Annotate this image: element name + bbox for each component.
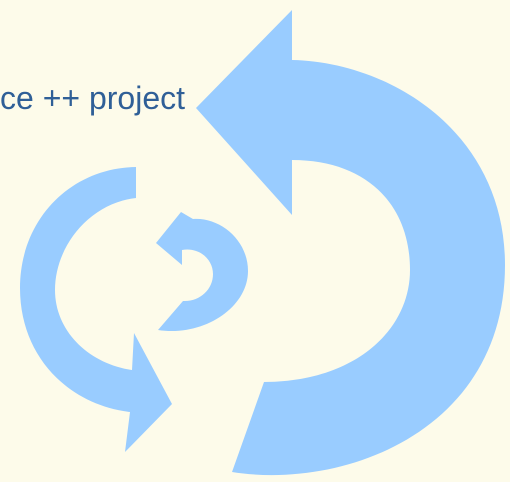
slide-caption-text: ce ++ project [0,80,185,116]
small-circular-arrow-icon [156,212,248,332]
medium-circular-arrow-icon [20,167,172,452]
large-circular-arrow-icon [196,10,505,476]
